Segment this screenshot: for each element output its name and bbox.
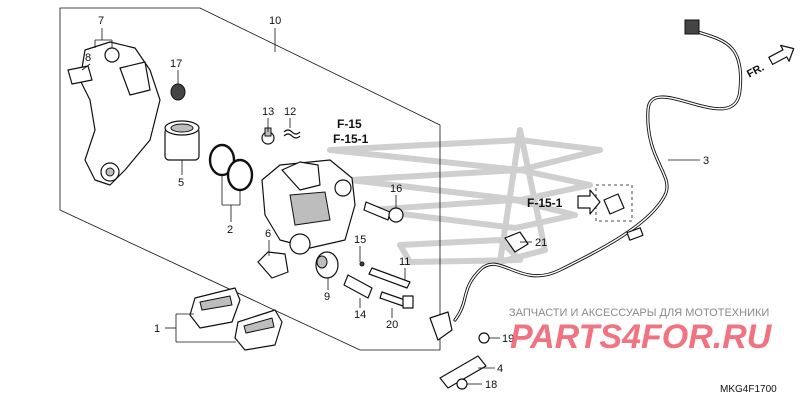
callout-3: 3: [703, 155, 709, 167]
callout-18: 18: [485, 379, 497, 391]
piston-seals[interactable]: [208, 143, 254, 192]
callout-4: 4: [497, 363, 503, 375]
callout-8: 8: [85, 52, 91, 64]
callout-14: 14: [354, 309, 366, 321]
callout-numbers: 7 8 17 10 13 12 5 2 6 9 15 11 14 20 16 1…: [85, 15, 709, 391]
sensor-bolt[interactable]: [478, 332, 490, 344]
callout-11: 11: [399, 256, 410, 268]
callout-5: 5: [178, 177, 184, 189]
callout-21: 21: [535, 237, 547, 249]
pin-boot[interactable]: [315, 251, 339, 279]
callout-13: 13: [262, 106, 274, 118]
watermark-tagline: ЗАПЧАСТИ И АКСЕССУАРЫ ДЛЯ МОТОТЕХНИКИ: [509, 307, 769, 319]
front-direction-indicator: FR.: [745, 44, 795, 81]
caliper-pin-bolt[interactable]: [379, 291, 414, 309]
watermark-brand: PARTS4FOR.RU: [510, 318, 773, 356]
bleeder-spring[interactable]: [283, 129, 301, 139]
bracket-clip[interactable]: [67, 65, 93, 85]
callout-15: 15: [354, 234, 366, 246]
assembly-frame: [59, 7, 441, 351]
abs-sensor-harness[interactable]: [429, 19, 743, 341]
callout-17: 17: [170, 58, 182, 70]
caliper-bracket[interactable]: [79, 41, 161, 186]
harness-clamp[interactable]: [504, 231, 529, 253]
pin-sleeve[interactable]: [343, 261, 373, 299]
ref-f15-1-side: F-15-1: [527, 196, 563, 210]
ref-f15: F-15: [337, 117, 362, 131]
callout-9: 9: [324, 291, 330, 303]
ref-f15-1-top: F-15-1: [333, 132, 369, 146]
leader-lines: [81, 28, 700, 385]
front-label: FR.: [745, 62, 766, 81]
callout-19: 19: [502, 333, 514, 345]
caliper-body[interactable]: [261, 159, 356, 255]
pad-spring[interactable]: [257, 251, 289, 279]
callout-16: 16: [390, 183, 402, 195]
front-arrow-icon: [768, 44, 795, 65]
caliper-piston[interactable]: [164, 120, 200, 161]
callout-20: 20: [386, 319, 398, 331]
callout-2: 2: [227, 224, 233, 236]
callout-6: 6: [265, 228, 271, 240]
side-reference-box: [577, 184, 633, 222]
callout-1: 1: [154, 323, 160, 335]
bracket-bolt[interactable]: [456, 378, 468, 390]
diagram-code: MKG4F1700: [720, 384, 777, 395]
boot-cap[interactable]: [170, 83, 186, 101]
caliper-pin-upper[interactable]: [368, 267, 411, 289]
callout-7: 7: [98, 15, 104, 27]
brake-pad-set[interactable]: [189, 287, 283, 351]
caliper-bolt[interactable]: [363, 201, 404, 223]
wing-logo-watermark: [327, 127, 603, 265]
callout-10: 10: [269, 15, 281, 27]
callout-12: 12: [284, 106, 296, 118]
harness-bracket[interactable]: [439, 355, 487, 389]
